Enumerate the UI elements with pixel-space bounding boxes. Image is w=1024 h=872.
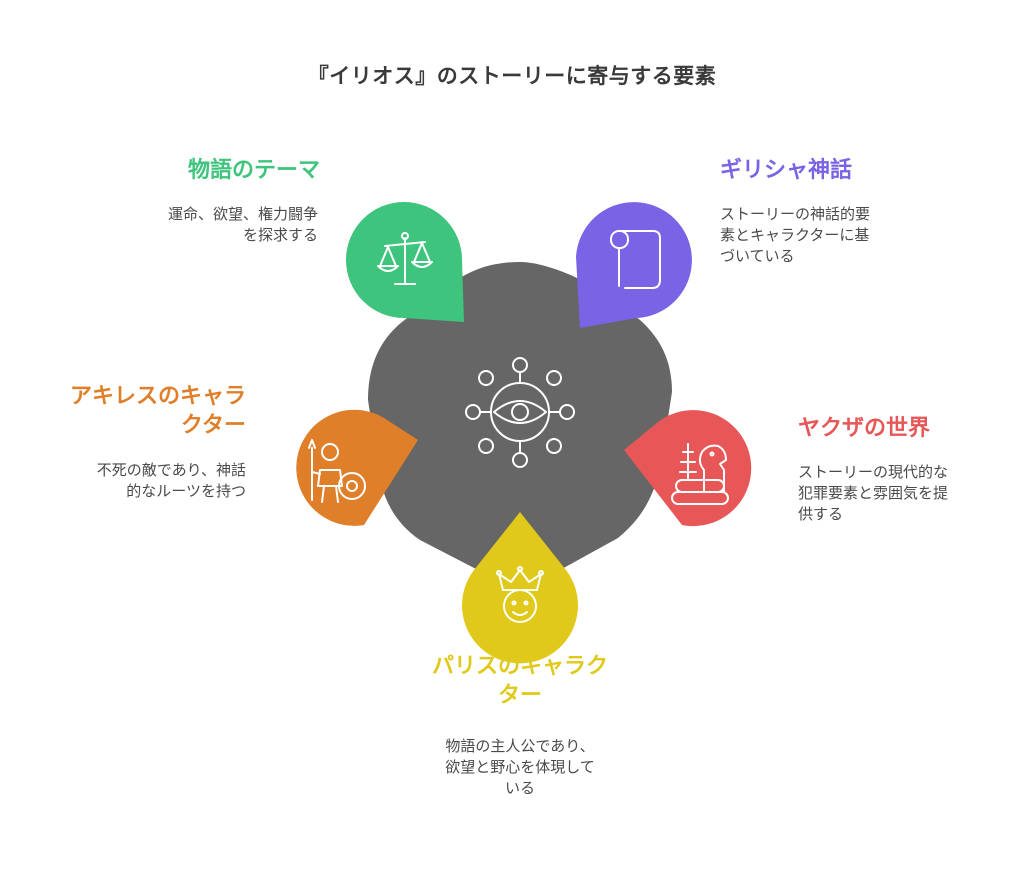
scales-icon [377, 232, 433, 285]
paris-description: 物語の主人公であり、 欲望と野心を体現して いる [380, 736, 660, 799]
greek-description-line: づいている [720, 247, 795, 265]
eye-network-icon [465, 357, 575, 468]
achilles-description: 不死の敵であり、神話 的なルーツを持つ [20, 460, 246, 502]
achilles-teardrop [296, 409, 418, 526]
achilles-label: アキレスのキャラ クター [20, 382, 246, 440]
greek-description: ストーリーの神話的要 素とキャラクターに基 づいている [720, 204, 960, 267]
paris-description-line: 物語の主人公であり、 [445, 737, 595, 755]
crowned-face-icon [496, 566, 544, 623]
chess-knight-icon [671, 443, 729, 505]
greek-description-line: ストーリーの神話的要 [720, 205, 871, 223]
yakuza-description-line: 犯罪要素と雰囲気を提 [798, 484, 949, 502]
achilles-description-line: 的なルーツを持つ [126, 482, 246, 500]
achilles-description-line: 不死の敵であり、神話 [96, 461, 246, 479]
paris-description-line: いる [504, 779, 535, 797]
greek-label: ギリシャ神話 [720, 158, 853, 183]
achilles-label-line: クター [180, 413, 246, 438]
theme-description: 運命、欲望、権力闘争 を探求する [96, 204, 318, 246]
paris-label-line: ター [497, 683, 542, 708]
warrior-icon [308, 439, 366, 503]
yakuza-label: ヤクザの世界 [798, 416, 931, 441]
paris-description-line: 欲望と野心を体現して [445, 758, 595, 776]
achilles-label-line: アキレスのキャラ [69, 384, 246, 409]
page-title: 『イリオス』のストーリーに寄与する要素 [307, 64, 717, 88]
yakuza-description-line: 供する [798, 505, 844, 523]
theme-description-line: 運命、欲望、権力闘争 [167, 205, 318, 223]
greek-teardrop [576, 202, 692, 328]
theme-label: 物語のテーマ [187, 158, 320, 183]
yakuza-description-line: ストーリーの現代的な [798, 463, 949, 481]
paris-label: パリスのキャラク ター [380, 652, 660, 710]
greek-description-line: 素とキャラクターに基 [720, 226, 870, 244]
paris-teardrop [462, 512, 579, 664]
theme-description-line: を探求する [242, 226, 318, 244]
scroll-icon [610, 230, 661, 289]
paris-label-line: パリスのキャラク [431, 654, 608, 679]
yakuza-description: ストーリーの現代的な 犯罪要素と雰囲気を提 供する [798, 462, 998, 525]
